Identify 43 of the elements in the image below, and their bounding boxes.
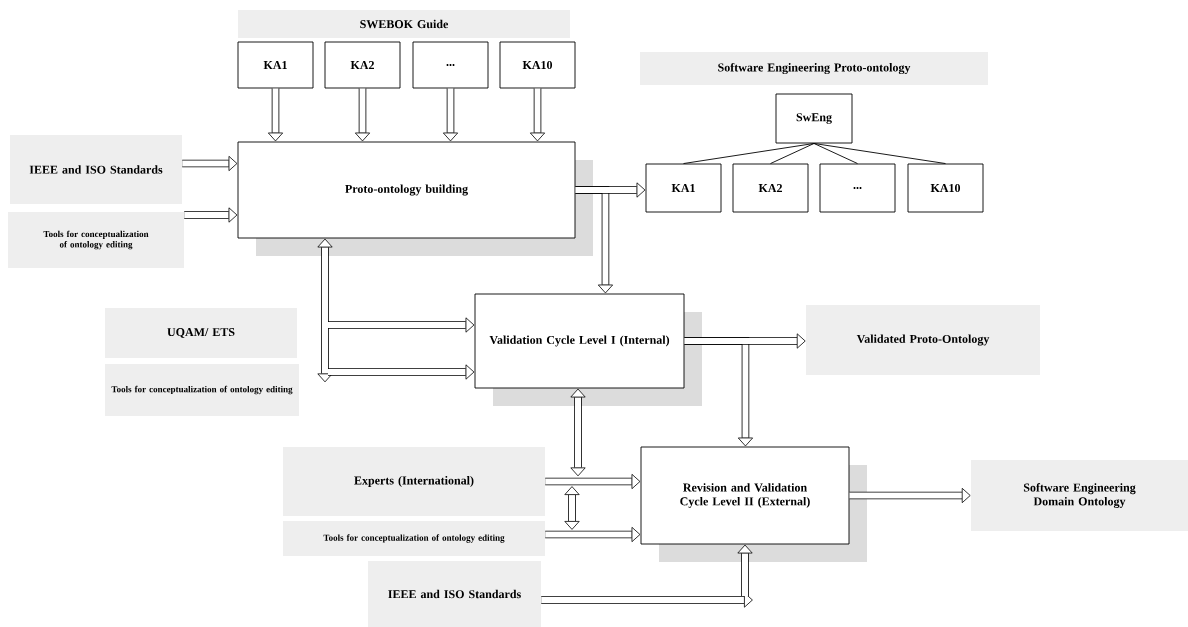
module-box: KA2 [324, 41, 401, 89]
module-box: KA2 [732, 163, 809, 213]
label-panel: Tools for conceptualization of ontology editing [283, 521, 545, 556]
label-panel: Experts (International) [283, 447, 545, 516]
module-box: KA1 [237, 41, 314, 89]
label-panel: UQAM/ ETS [105, 308, 297, 358]
block-arrow [575, 182, 646, 198]
block-arrow [328, 364, 475, 380]
label-panel: Software Engineering Proto-ontology [640, 52, 988, 85]
module-box: KA1 [645, 163, 722, 213]
process-box: Proto-ontology building [237, 141, 593, 256]
label-panel: SWEBOK Guide [238, 10, 570, 38]
block-arrow [442, 88, 459, 142]
tree-line [770, 143, 815, 164]
block-arrow [184, 207, 238, 223]
block-arrow [684, 333, 806, 349]
block-arrow [267, 88, 284, 142]
block-arrow [182, 155, 238, 172]
block-arrow [354, 88, 371, 142]
module-box: KA10 [907, 163, 984, 213]
block-arrow [849, 487, 971, 504]
tree-line [683, 143, 815, 164]
label-panel: IEEE and ISO Standards [10, 135, 182, 204]
label-panel: Tools for conceptualization of ontology editing [8, 212, 184, 268]
block-arrow [529, 88, 546, 142]
process-box: Validation Cycle Level I (Internal) [474, 293, 702, 406]
label-panel: Tools for conceptualization of ontology editing [105, 364, 299, 416]
block-arrow [545, 473, 641, 490]
tree-line [813, 143, 858, 164]
label-panel: Software Engineering Domain Ontology [971, 460, 1188, 531]
double-arrow [317, 238, 333, 383]
block-arrow [328, 317, 475, 333]
process-box: Revision and Validation Cycle Level II (External) [640, 446, 867, 562]
double-arrow [570, 388, 586, 477]
label-panel: Validated Proto-Ontology [806, 305, 1040, 375]
block-arrow [541, 544, 753, 608]
module-box: ... [819, 163, 896, 213]
tree-line [813, 143, 946, 164]
label-panel: IEEE and ISO Standards [368, 561, 541, 627]
module-box: ... [412, 41, 489, 89]
module-box: SwEng [775, 93, 853, 144]
block-arrow [545, 526, 641, 543]
module-box: KA10 [499, 41, 576, 89]
